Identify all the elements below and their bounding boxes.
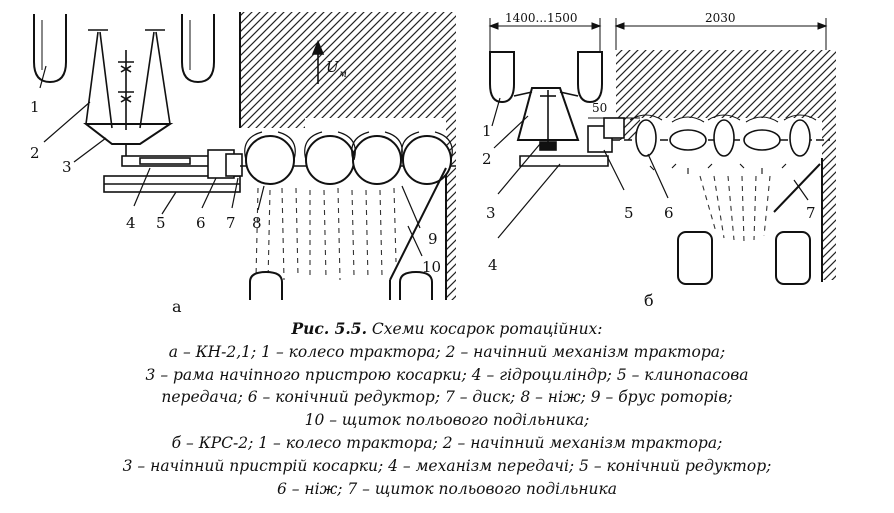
label-a-7: 7 <box>226 214 236 232</box>
label-a-8: 8 <box>252 214 262 232</box>
caption-line: 6 – ніж; 7 – щиток польового подільника <box>276 479 618 498</box>
label-a-9: 9 <box>428 230 438 248</box>
label-b-3: 3 <box>486 204 496 222</box>
label-a-1: 1 <box>30 98 40 116</box>
caption-title-rest: Схеми косарок ротаційних: <box>367 320 603 338</box>
dimension-left: 1400...1500 <box>505 11 578 25</box>
tractor-wheel-icon <box>181 14 215 84</box>
caption-line: а – КН-2,1; 1 – колесо трактора; 2 – нач… <box>168 342 726 361</box>
uncut-field-b <box>616 50 836 280</box>
label-b-1: 1 <box>482 122 492 140</box>
dimension-small: 50 <box>592 101 607 115</box>
field-divider-shield-b <box>773 163 821 213</box>
rear-wheel-icon <box>677 231 713 285</box>
caption-line: 10 – щиток польового подільника; <box>304 411 590 430</box>
caption-line: 3 – рама начіпного пристрою косарки; 4 –… <box>145 365 749 384</box>
cut-swath-b <box>699 175 771 243</box>
tractor-wheel-icon <box>489 51 515 104</box>
tractor-wheel-icon <box>33 14 67 84</box>
rear-wheel-icon <box>399 270 433 300</box>
label-a-3: 3 <box>62 158 72 176</box>
leader-lines-b <box>491 97 809 239</box>
rear-wheel-icon <box>249 270 283 300</box>
label-a-5: 5 <box>156 214 166 232</box>
diagram-b: 1400...1500 2030 50 <box>482 11 836 310</box>
cut-swath-a <box>255 187 397 283</box>
hitch-mechanism-b <box>513 87 580 151</box>
tractor-wheel-icon <box>577 51 603 104</box>
caption-title-line: Рис. 5.5. Схеми косарок ротаційних: <box>0 318 894 341</box>
label-a-6: 6 <box>196 214 206 232</box>
caption-line: 3 – начіпний пристрій косарки; 4 – механ… <box>122 456 772 475</box>
label-b-4: 4 <box>488 256 498 274</box>
figure-caption: Рис. 5.5. Схеми косарок ротаційних: а – … <box>0 318 894 500</box>
caption-line: б – КРС-2; 1 – колесо трактора; 2 – начі… <box>171 433 723 452</box>
label-b-2: 2 <box>482 150 492 168</box>
label-b-7: 7 <box>806 204 816 222</box>
dimension-right: 2030 <box>705 11 736 25</box>
label-a-2: 2 <box>30 144 40 162</box>
hitch-mechanism-a <box>83 29 174 160</box>
label-b-6: 6 <box>664 204 674 222</box>
drive-train-a <box>103 149 456 193</box>
label-a-4: 4 <box>126 214 136 232</box>
field-edge-a <box>239 12 447 300</box>
sublabel-a: а <box>172 297 182 316</box>
label-a-10: 10 <box>422 258 441 276</box>
speed-arrow-icon <box>311 39 325 84</box>
caption-line: передача; 6 – конічний редуктор; 7 – дис… <box>161 388 733 407</box>
uncut-field-a <box>240 12 456 300</box>
diagram-a: Uм 1 2 3 4 5 6 7 8 9 10 а <box>30 12 456 316</box>
leader-lines-a <box>39 65 423 257</box>
rotor-knives-b <box>629 114 817 174</box>
speed-label: Uм <box>326 58 347 80</box>
label-b-5: 5 <box>624 204 634 222</box>
rotor-bar-a <box>244 131 453 185</box>
rear-wheel-icon <box>775 231 811 285</box>
caption-title: Рис. 5.5. <box>291 319 367 338</box>
sublabel-b: б <box>644 291 654 310</box>
